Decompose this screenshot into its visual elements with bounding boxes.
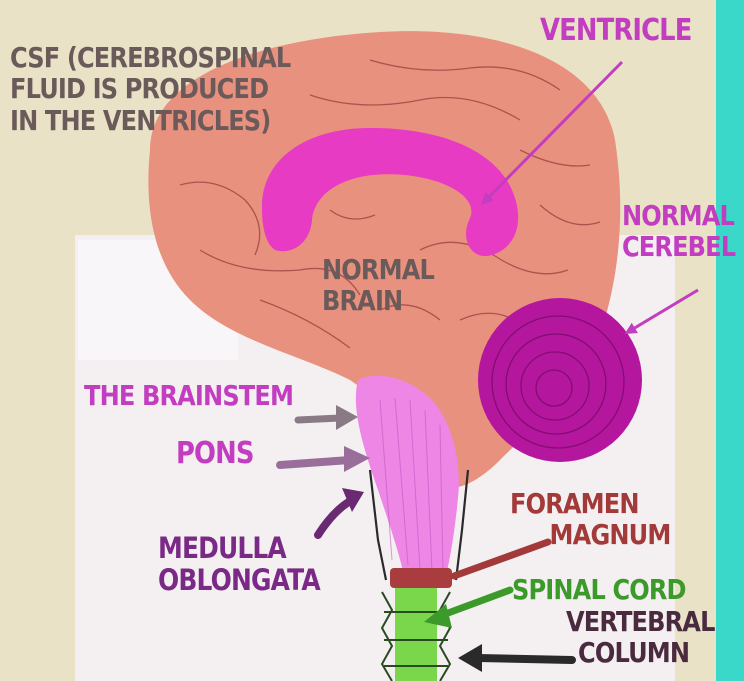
csf-label-line-2: FLUID IS PRODUCED — [10, 73, 290, 104]
ventricle-label: VENTRICLE — [540, 14, 692, 48]
foramen-label-line-2: MAGNUM — [510, 519, 670, 550]
brain-label-line-2: BRAIN — [322, 285, 434, 316]
cerebellum-label-line-1: NORMAL — [622, 200, 735, 231]
csf-label-line-3: IN THE VENTRICLES) — [10, 105, 290, 136]
brainstem-label: THE BRAINSTEM — [84, 380, 293, 411]
medulla-label: MEDULLA OBLONGATA — [158, 532, 320, 597]
csf-label-line-1: CSF (CEREBROSPINAL — [10, 42, 290, 73]
brain-label-line-1: NORMAL — [322, 254, 434, 285]
medulla-label-line-2: OBLONGATA — [158, 564, 320, 596]
foramen-label-line-1: FORAMEN — [510, 488, 670, 519]
normal-cerebellum-label: NORMAL CEREBEL — [622, 200, 735, 263]
normal-brain-label: NORMAL BRAIN — [322, 254, 434, 317]
vertebral-label-line-2: COLUMN — [566, 637, 715, 668]
brainstem-arrow — [298, 418, 340, 420]
vertebral-label: VERTEBRAL COLUMN — [566, 606, 715, 669]
medulla-label-line-1: MEDULLA — [158, 532, 320, 564]
spinal-cord-label: SPINAL CORD — [512, 574, 686, 605]
cerebellum-label-line-2: CEREBEL — [622, 231, 735, 262]
pons-arrow — [280, 460, 350, 465]
vertebral-arrow — [478, 658, 572, 660]
right-stripe — [716, 0, 744, 681]
foramen-band — [390, 568, 452, 588]
cerebellum-shape — [478, 298, 642, 462]
vertebral-label-line-1: VERTEBRAL — [566, 606, 715, 637]
csf-label: CSF (CEREBROSPINAL FLUID IS PRODUCED IN … — [10, 42, 290, 136]
foramen-label: FORAMEN MAGNUM — [510, 488, 670, 551]
pons-label: PONS — [176, 437, 254, 471]
